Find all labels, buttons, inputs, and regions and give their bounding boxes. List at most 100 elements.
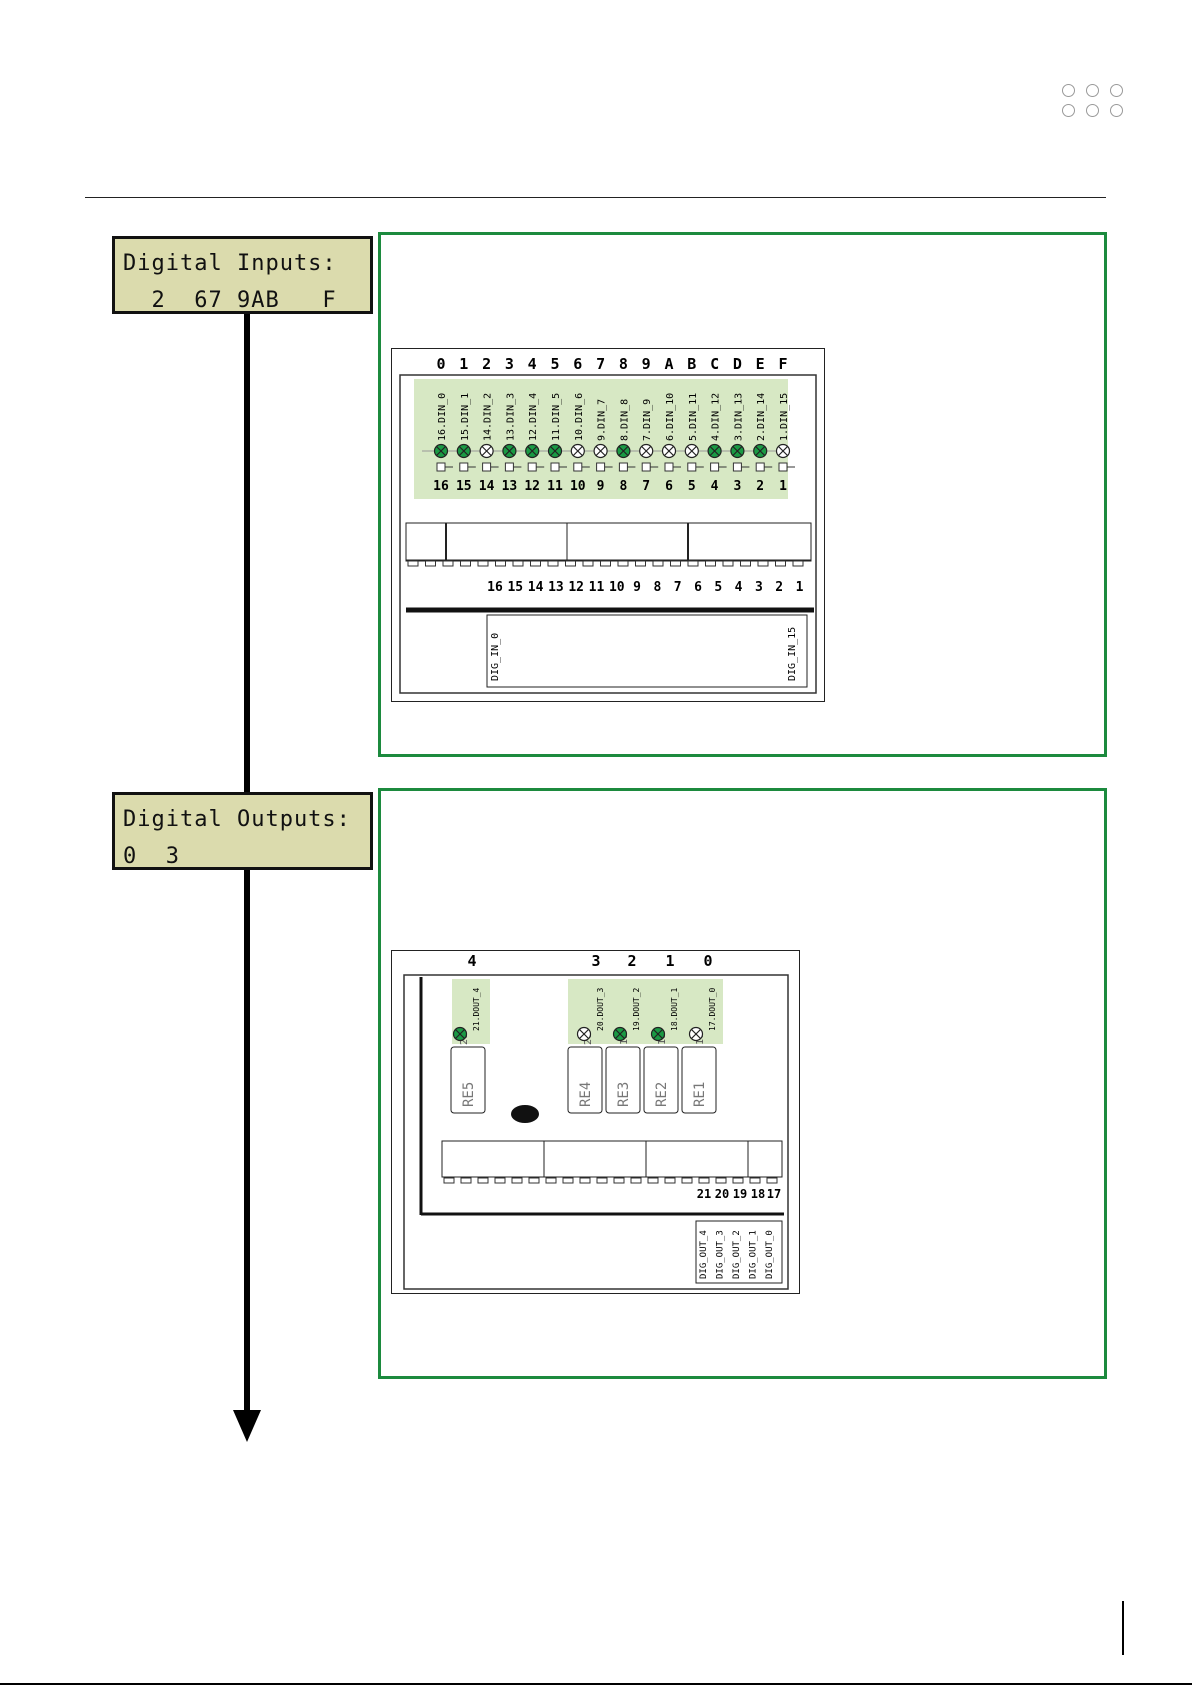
input-channel-label: 6.DIN_10 — [665, 393, 676, 441]
input-terminal-number: 4 — [735, 580, 743, 595]
output-channel-label: 18.DOUT_1 — [670, 987, 679, 1031]
input-channel-number: 1 — [779, 479, 787, 494]
output-terminal-number: 20 — [715, 1187, 729, 1201]
input-terminal-box — [618, 462, 628, 472]
terminal-pin — [652, 560, 664, 567]
input-led-off-icon — [639, 443, 654, 459]
relay-label: RE2 — [654, 1082, 670, 1107]
terminal-pin — [495, 560, 506, 567]
input-channel-label: 9.DIN_7 — [597, 399, 608, 441]
input-terminal-number: 3 — [755, 580, 763, 595]
terminal-pin — [565, 560, 576, 567]
terminal-pin — [582, 560, 594, 567]
terminal-pin — [562, 1177, 574, 1184]
hex-label: 3 — [505, 355, 514, 373]
terminal-pin — [528, 1177, 540, 1184]
input-channel-label: 7.DIN_9 — [642, 399, 653, 441]
input-led-on-icon — [502, 443, 517, 459]
input-led-off-icon — [684, 443, 699, 459]
input-channel-label: 13.DIN_3 — [505, 393, 516, 441]
terminal-pin — [460, 1177, 472, 1184]
input-channel-number: 5 — [688, 479, 696, 494]
input-channel-label: 16.DIN_0 — [437, 393, 448, 441]
input-channel-label: 11.DIN_5 — [551, 393, 562, 441]
input-terminal-box — [504, 462, 514, 472]
input-channel-number: 6 — [665, 479, 673, 494]
terminal-pin — [613, 1177, 625, 1184]
terminal-pin — [715, 1177, 727, 1184]
header-rule — [85, 197, 1106, 198]
hex-label: 6 — [573, 355, 582, 373]
input-led-on-icon — [753, 443, 768, 459]
input-led-on-icon — [707, 443, 722, 459]
input-terminal-box — [527, 462, 537, 472]
inputs-frame — [378, 232, 1107, 757]
input-channel-number: 15 — [456, 479, 472, 494]
output-legend-label: DIG_OUT_3 — [716, 1230, 726, 1279]
input-terminal-box — [573, 462, 583, 472]
terminal-pin — [477, 560, 489, 567]
output-bit-label: 0 — [703, 952, 712, 970]
input-terminal-box — [755, 462, 765, 472]
input-terminal-number: 16 — [487, 580, 503, 595]
terminal-pin — [792, 560, 804, 567]
output-legend-label: DIG_OUT_2 — [732, 1230, 742, 1279]
input-terminal-box — [641, 462, 651, 472]
input-terminal-box — [732, 462, 742, 472]
terminal-pin — [732, 1177, 744, 1184]
terminal-pin — [545, 1177, 557, 1184]
relay-label: RE1 — [692, 1082, 708, 1107]
input-led-on-icon — [525, 443, 540, 459]
input-terminal-number: 7 — [674, 580, 682, 595]
lcd-line-1: Digital Inputs: — [123, 251, 337, 276]
input-channel-number: 7 — [642, 479, 650, 494]
input-terminal-box — [778, 462, 788, 472]
input-channel-label: 14.DIN_2 — [483, 393, 494, 441]
relay-box — [450, 1046, 486, 1114]
input-channel-number: 13 — [502, 479, 518, 494]
hex-label: 1 — [459, 355, 468, 373]
input-terminal-number: 15 — [507, 580, 523, 595]
hex-label: B — [687, 355, 696, 373]
hex-label: E — [756, 355, 765, 373]
terminal-pin — [687, 560, 699, 567]
terminal-pin — [698, 1177, 710, 1184]
terminal-pin — [775, 560, 786, 567]
lcd-line-2: 0__3_ — [123, 844, 195, 869]
output-channel-label: 21.DOUT_4 — [472, 987, 481, 1031]
input-channel-label: 2.DIN_14 — [756, 393, 767, 441]
terminal-pin — [511, 1177, 523, 1184]
input-terminal-number: 10 — [609, 580, 625, 595]
output-terminal-number: 17 — [767, 1187, 781, 1201]
hex-label: 0 — [436, 355, 445, 373]
hex-label: A — [664, 355, 673, 373]
input-led-on-icon — [433, 443, 449, 459]
footer-rule — [0, 1683, 1192, 1685]
output-led-off-icon — [576, 1026, 592, 1042]
output-legend-label: DIG_OUT_4 — [699, 1230, 709, 1279]
hex-label: D — [733, 355, 742, 373]
relay-box — [567, 1046, 603, 1114]
input-channel-number: 12 — [524, 479, 540, 494]
terminal-pin — [647, 1177, 659, 1184]
output-led-on-icon — [452, 1026, 468, 1042]
terminal-pin — [749, 1177, 761, 1184]
terminal-pin — [664, 1177, 676, 1184]
output-channel-label: 19.DOUT_2 — [632, 987, 641, 1031]
hex-label: F — [778, 355, 787, 373]
input-channel-label: 8.DIN_8 — [619, 399, 630, 441]
output-led-on-icon — [612, 1026, 628, 1042]
input-channel-number: 11 — [547, 479, 563, 494]
terminal-pin — [600, 560, 611, 567]
hex-label: 4 — [528, 355, 537, 373]
input-channel-label: 10.DIN_6 — [574, 393, 585, 441]
input-terminal-box — [664, 462, 674, 472]
input-channel-label: 5.DIN_11 — [688, 393, 699, 441]
terminal-pin — [705, 560, 716, 567]
terminal-pin — [512, 560, 524, 567]
input-channel-label: 4.DIN_12 — [711, 393, 722, 441]
input-terminal-number: 6 — [694, 580, 702, 595]
input-led-off-icon — [661, 443, 677, 459]
